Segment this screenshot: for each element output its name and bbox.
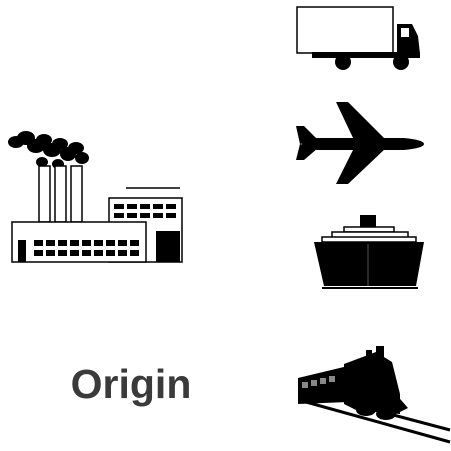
origin-label: Origin (70, 361, 192, 407)
factory-icon (8, 131, 183, 263)
truck-icon (296, 6, 420, 70)
steam-train-icon (298, 346, 451, 444)
airplane-icon (296, 102, 424, 184)
ship-icon (314, 215, 424, 289)
